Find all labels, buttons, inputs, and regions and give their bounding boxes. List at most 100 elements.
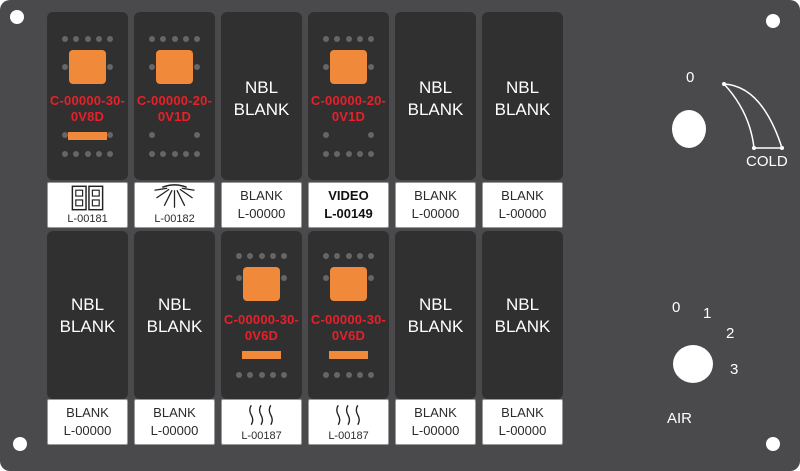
air-dial-label: AIR <box>667 410 693 427</box>
legend-label-9: L-00187 <box>221 399 302 445</box>
legend-id: L-00187 <box>241 430 282 442</box>
mount-hole-bottom-right <box>766 437 780 451</box>
legend-line-2: L-00000 <box>411 206 460 221</box>
air-dial-pos-3: 3 <box>730 361 739 378</box>
switch-code-line-2: 0V8D <box>70 109 105 124</box>
legend-label-7: BLANK L-00000 <box>47 399 128 445</box>
rocker-switch-11[interactable]: NBL BLANK <box>395 231 476 399</box>
switch-text-line-2: BLANK <box>407 317 464 336</box>
indicator-dots <box>323 253 374 259</box>
rocker-switch-12[interactable]: NBL BLANK <box>482 231 563 399</box>
legend-line-2: L-00149 <box>324 206 373 221</box>
switch-code-line-1: C-00000-20- <box>136 93 213 108</box>
cold-dial-label: COLD <box>746 153 788 170</box>
indicator-bar <box>329 351 368 359</box>
switch-text-line-2: BLANK <box>233 100 290 119</box>
legend-line-2: L-00000 <box>498 423 547 438</box>
legend-line-2: L-00000 <box>63 423 112 438</box>
mount-hole-top-left <box>10 10 24 24</box>
indicator-dots <box>62 151 113 157</box>
rocker-switch-3[interactable]: NBL BLANK <box>221 12 302 180</box>
air-dial-pos-1: 1 <box>703 305 712 322</box>
switch-code-line-2: 0V6D <box>331 328 366 343</box>
legend-label-11: BLANK L-00000 <box>395 399 476 445</box>
legend-line-1: BLANK <box>414 188 457 203</box>
switch-code-line-1: C-00000-30- <box>49 93 126 108</box>
air-dial-knob[interactable] <box>673 345 713 383</box>
rocker-switch-6[interactable]: NBL BLANK <box>482 12 563 180</box>
indicator-dots <box>323 151 374 157</box>
rocker-switch-4[interactable]: C-00000-20- 0V1D <box>308 12 389 180</box>
legend-label-6: BLANK L-00000 <box>482 182 563 228</box>
legend-label-2: L-00182 <box>134 182 215 228</box>
legend-line-1: BLANK <box>66 405 109 420</box>
switch-text-line-2: BLANK <box>146 317 203 336</box>
indicator-bar <box>68 132 107 140</box>
cold-dial-scale <box>722 82 784 150</box>
switch-text-line-2: BLANK <box>494 317 551 336</box>
legend-id: L-00182 <box>154 213 195 225</box>
switch-text-line-1: NBL <box>418 78 453 97</box>
legend-label-5: BLANK L-00000 <box>395 182 476 228</box>
rocker-switch-1[interactable]: C-00000-30- 0V8D <box>47 12 128 180</box>
sun-light-icon <box>154 184 195 208</box>
legend-label-4: VIDEO L-00149 <box>308 182 389 228</box>
legend-line-1: VIDEO <box>328 188 369 203</box>
mount-hole-bottom-left <box>13 437 27 451</box>
switch-code-line-2: 0V1D <box>331 109 366 124</box>
indicator-lamp <box>330 50 367 84</box>
legend-line-2: L-00000 <box>498 206 547 221</box>
indicator-dots <box>236 372 287 378</box>
legend-label-8: BLANK L-00000 <box>134 399 215 445</box>
switch-text-line-2: BLANK <box>407 100 464 119</box>
indicator-dots <box>236 253 287 259</box>
indicator-lamp <box>156 50 193 84</box>
indicator-dots <box>62 36 113 42</box>
rocker-switch-10[interactable]: C-00000-30- 0V6D <box>308 231 389 399</box>
legend-line-2: L-00000 <box>411 423 460 438</box>
legend-label-3: BLANK L-00000 <box>221 182 302 228</box>
cold-dial-knob[interactable] <box>672 110 706 148</box>
legend-id: L-00187 <box>328 430 369 442</box>
legend-line-1: BLANK <box>240 188 283 203</box>
legend-label-1: L-00181 <box>47 182 128 228</box>
mount-hole-top-right <box>766 14 780 28</box>
rocker-switch-2[interactable]: C-00000-20- 0V1D <box>134 12 215 180</box>
switch-code-line-1: C-00000-20- <box>310 93 387 108</box>
legend-id: L-00181 <box>67 213 108 225</box>
legend-label-10: L-00187 <box>308 399 389 445</box>
rocker-switch-7[interactable]: NBL BLANK <box>47 231 128 399</box>
legend-line-1: BLANK <box>414 405 457 420</box>
indicator-dots <box>323 36 374 42</box>
switch-code-line-2: 0V6D <box>244 328 279 343</box>
air-dial-pos-0: 0 <box>672 299 681 316</box>
switch-text-line-1: NBL <box>70 295 105 314</box>
indicator-lamp <box>243 267 280 301</box>
indicator-dots <box>149 36 200 42</box>
horn-icon <box>71 185 104 211</box>
rocker-switch-5[interactable]: NBL BLANK <box>395 12 476 180</box>
legend-line-1: BLANK <box>501 405 544 420</box>
heat-waves-icon <box>336 404 360 426</box>
switch-text-line-2: BLANK <box>494 100 551 119</box>
switch-code-line-1: C-00000-30- <box>223 312 300 327</box>
indicator-bar <box>242 351 281 359</box>
switch-code-line-2: 0V1D <box>157 109 192 124</box>
cold-dial-zero-mark: 0 <box>686 69 695 86</box>
rocker-switch-9[interactable]: C-00000-30- 0V6D <box>221 231 302 399</box>
rocker-switch-8[interactable]: NBL BLANK <box>134 231 215 399</box>
legend-line-1: BLANK <box>153 405 196 420</box>
heat-waves-icon <box>249 404 273 426</box>
legend-line-2: L-00000 <box>237 206 286 221</box>
switch-text-line-1: NBL <box>157 295 192 314</box>
switch-text-line-1: NBL <box>505 78 540 97</box>
legend-line-1: BLANK <box>501 188 544 203</box>
switch-text-line-1: NBL <box>505 295 540 314</box>
switch-text-line-2: BLANK <box>59 317 116 336</box>
indicator-lamp <box>330 267 367 301</box>
air-dial-pos-2: 2 <box>726 325 735 342</box>
legend-label-12: BLANK L-00000 <box>482 399 563 445</box>
legend-line-2: L-00000 <box>150 423 199 438</box>
switch-text-line-1: NBL <box>244 78 279 97</box>
